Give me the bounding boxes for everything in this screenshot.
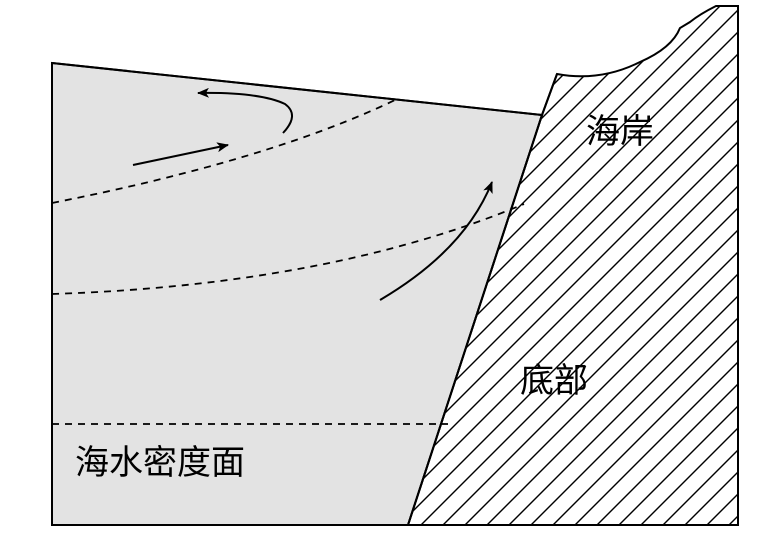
upwelling-arrow bbox=[379, 181, 493, 301]
seabed-slope bbox=[407, 73, 558, 526]
bottom-label: 底部 bbox=[520, 361, 588, 401]
coast-label: 海岸 bbox=[586, 112, 654, 152]
coastal-land-region bbox=[406, 5, 739, 526]
sea-surface-line bbox=[51, 62, 543, 116]
offshore-surface-flow-arrow bbox=[197, 87, 293, 134]
onshore-flow-arrow bbox=[132, 142, 229, 166]
density-surface-label: 海水密度面 bbox=[75, 443, 245, 483]
density-surface-1 bbox=[51, 99, 396, 204]
